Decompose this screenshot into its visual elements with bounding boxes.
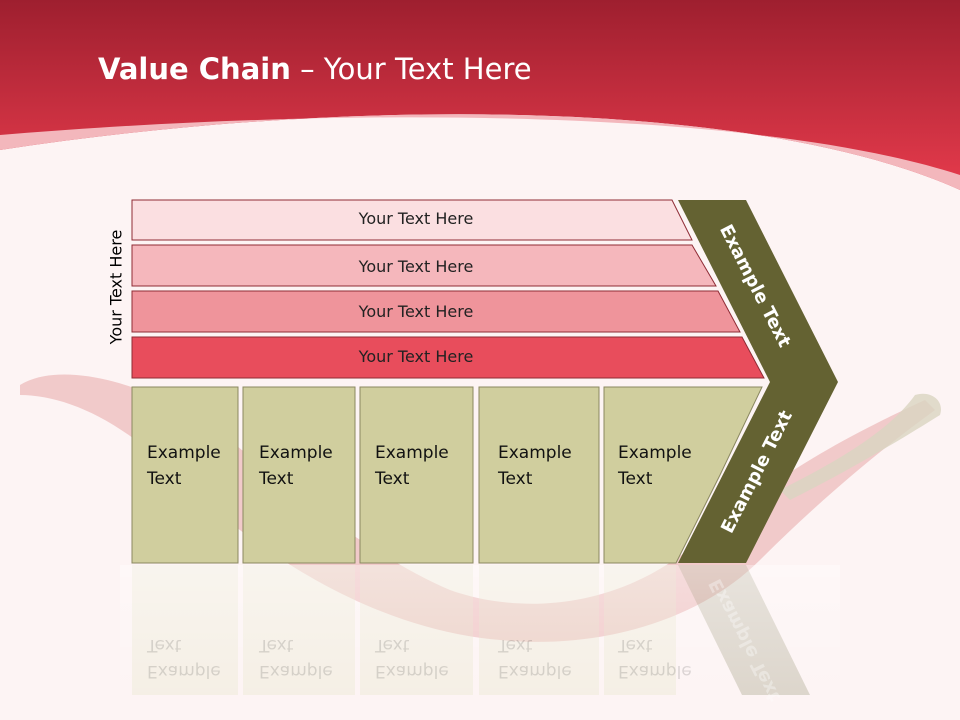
primary-box-4	[478, 386, 600, 564]
reflection-line: Text	[259, 635, 294, 655]
reflection-line: Example	[498, 661, 572, 681]
reflection-box-5: Example Text	[618, 632, 692, 684]
primary-box-2	[242, 386, 356, 564]
box-line-2: Text	[259, 469, 294, 489]
box-line-1: Example	[618, 443, 692, 463]
reflection-box-2: Example Text	[259, 632, 333, 684]
header-band	[0, 0, 960, 190]
box-line-2: Text	[147, 469, 182, 489]
support-row-4-label: Your Text Here	[358, 347, 474, 366]
box-line-2: Text	[375, 469, 410, 489]
support-row-1-label: Your Text Here	[358, 209, 474, 228]
reflection-line: Example	[375, 661, 449, 681]
support-row-3	[131, 290, 741, 333]
support-row-2-label: Your Text Here	[358, 257, 474, 276]
support-row-4	[131, 336, 765, 379]
box-line-1: Example	[498, 443, 572, 463]
side-label: Your Text Here	[106, 229, 126, 345]
reflection-line: Example	[259, 661, 333, 681]
title-rest: – Your Text Here	[290, 52, 532, 86]
reflection-line: Text	[498, 635, 533, 655]
reflection-box-3: Example Text	[375, 632, 449, 684]
page-title: Value Chain – Your Text Here	[98, 52, 532, 86]
reflection-line: Text	[147, 635, 182, 655]
primary-box-5	[603, 386, 763, 564]
reflection-line: Text	[375, 635, 410, 655]
reflection-box-1: Example Text	[147, 632, 221, 684]
reflection-line: Text	[618, 635, 653, 655]
box-line-1: Example	[147, 443, 221, 463]
margin-chevron	[678, 200, 838, 563]
title-bold: Value Chain	[98, 52, 291, 86]
box-line-1: Example	[375, 443, 449, 463]
support-row-1	[131, 199, 693, 241]
reflection-line: Example	[147, 661, 221, 681]
primary-box-1	[131, 386, 239, 564]
box-line-1: Example	[259, 443, 333, 463]
support-row-3-label: Your Text Here	[358, 302, 474, 321]
reflection-box-4: Example Text	[498, 632, 572, 684]
support-row-2	[131, 244, 717, 287]
primary-box-3	[359, 386, 474, 564]
box-line-2: Text	[618, 469, 653, 489]
reflection-line: Example	[618, 661, 692, 681]
box-line-2: Text	[498, 469, 533, 489]
